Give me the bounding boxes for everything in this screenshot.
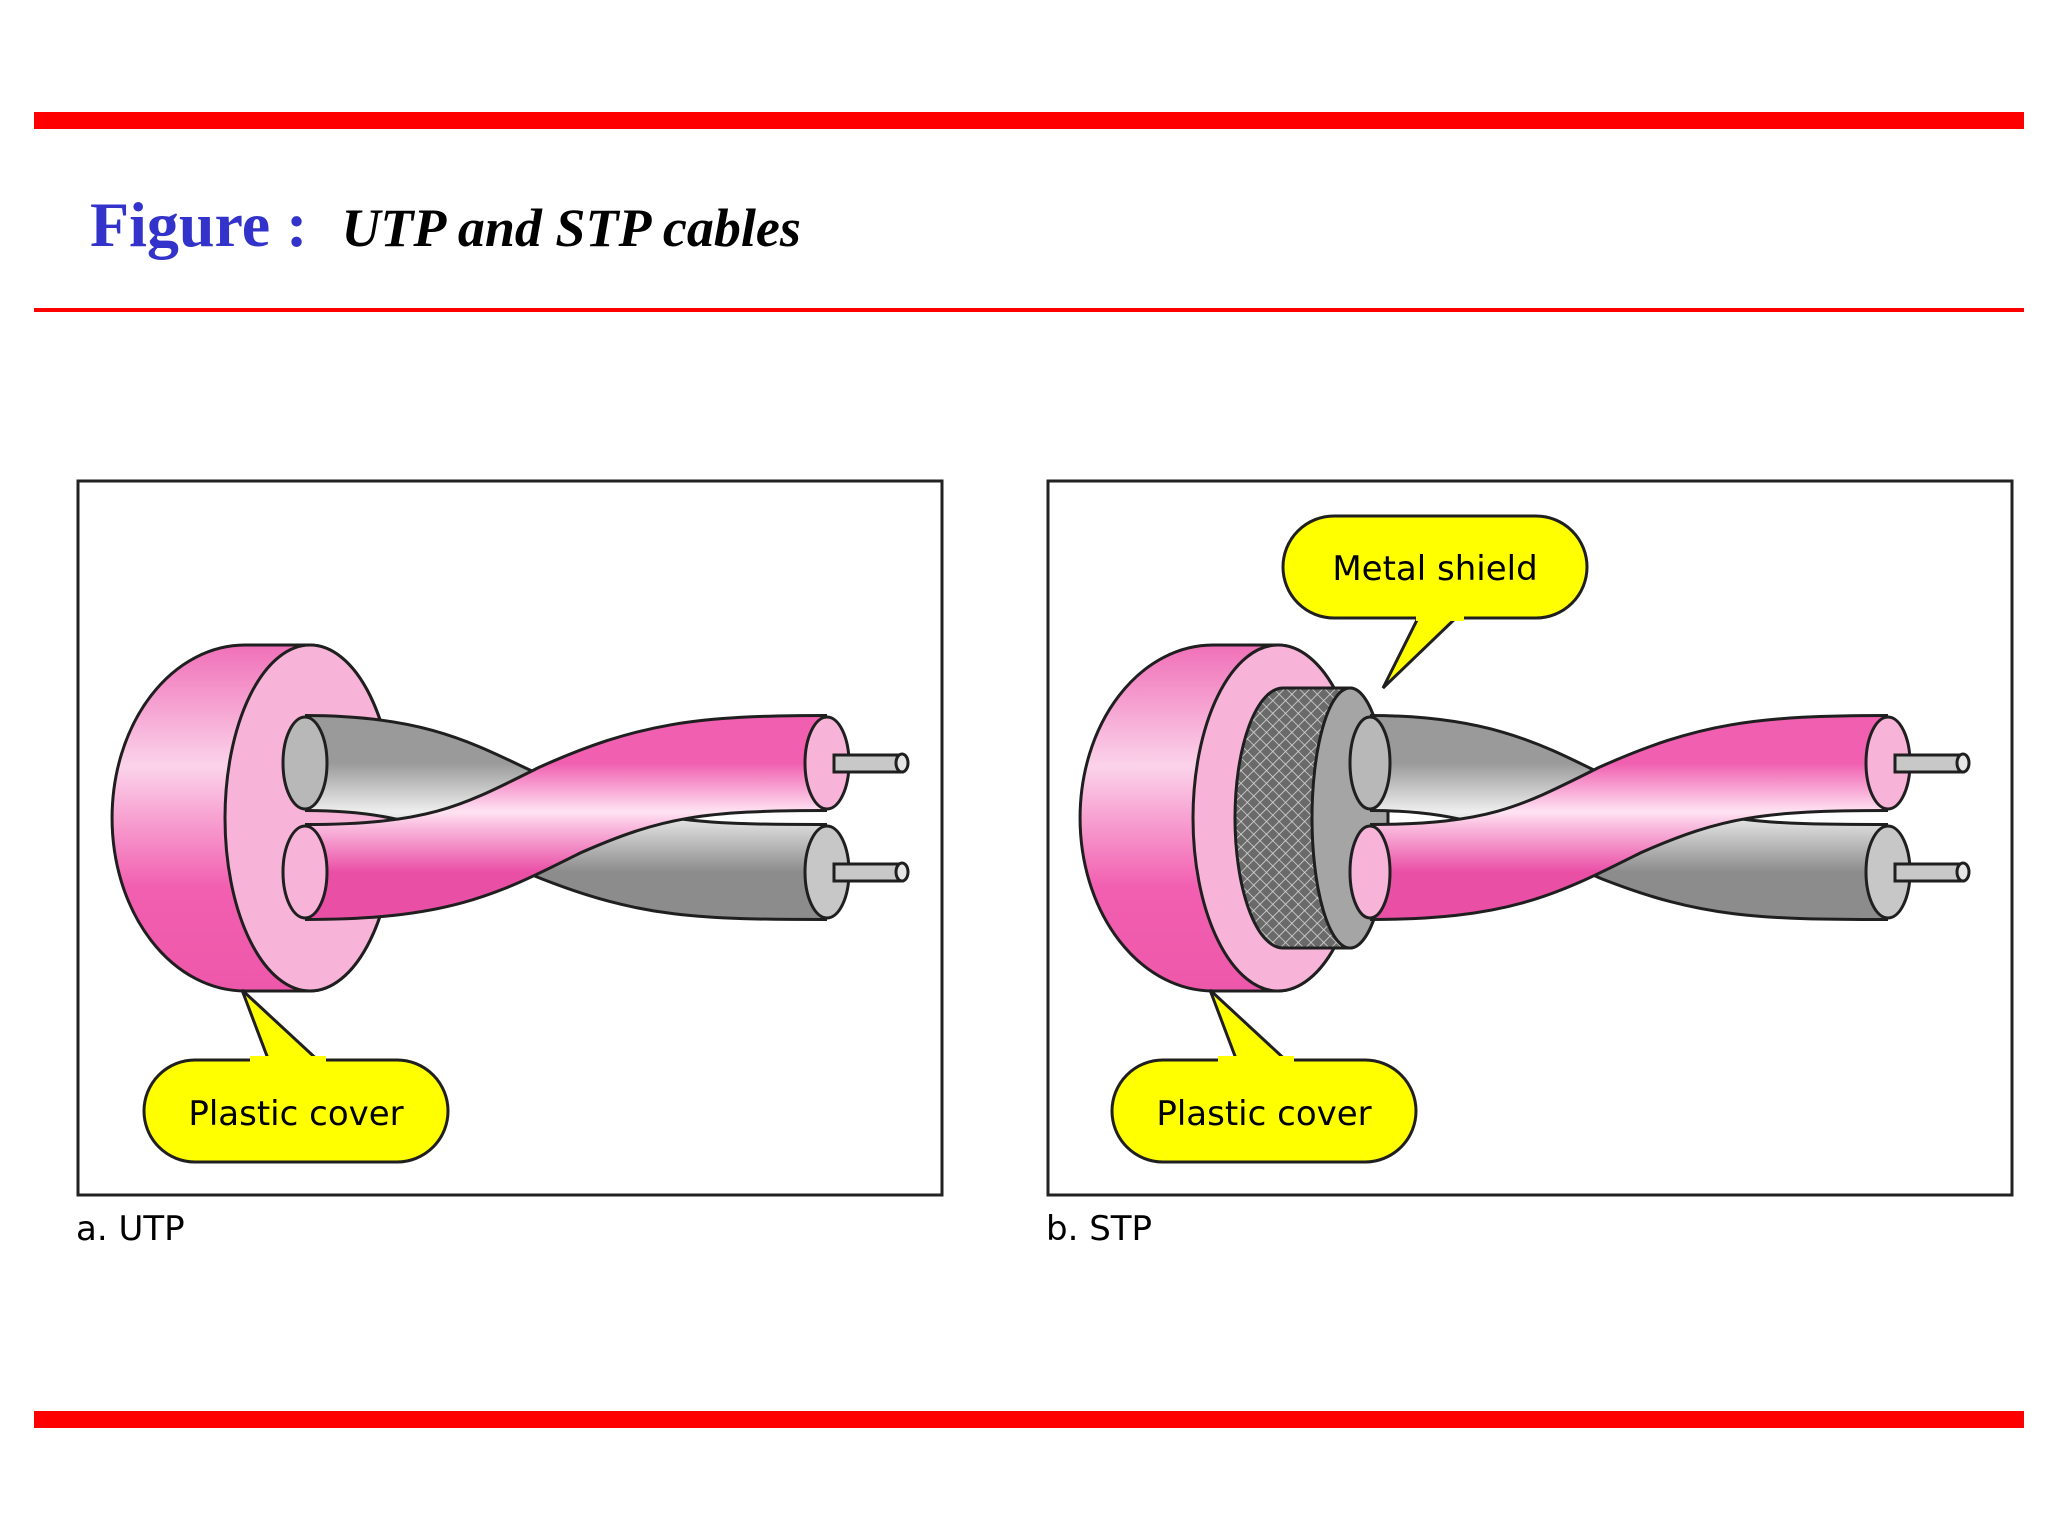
stp-cover-callout-label: Plastic cover <box>1156 1094 1371 1134</box>
utp-panel: Plastic cover a. UTP <box>76 479 944 1249</box>
utp-plastic-cover <box>110 643 397 993</box>
top-red-rule <box>34 112 2024 129</box>
utp-plastic-cover-callout: Plastic cover <box>142 988 450 1164</box>
bottom-red-rule <box>34 1411 2024 1428</box>
slide-title: Figure : UTP and STP cables <box>90 188 801 278</box>
utp-callout-label: Plastic cover <box>188 1094 403 1134</box>
stp-caption: b. STP <box>1046 1209 1152 1249</box>
utp-pink-wire <box>281 714 910 921</box>
title-underline-rule <box>34 308 2024 312</box>
figure-title: UTP and STP cables <box>341 198 801 258</box>
figure-label: Figure : <box>90 189 308 260</box>
stp-shield-callout-label: Metal shield <box>1332 549 1537 589</box>
stp-plastic-cover-callout: Plastic cover <box>1110 988 1418 1164</box>
stp-metal-shield-callout: Metal shield <box>1281 514 1589 690</box>
stp-panel: Metal shield Plastic cover b. STP <box>1046 479 2014 1249</box>
utp-caption: a. UTP <box>76 1209 185 1249</box>
stp-pink-wire <box>1348 714 1971 921</box>
